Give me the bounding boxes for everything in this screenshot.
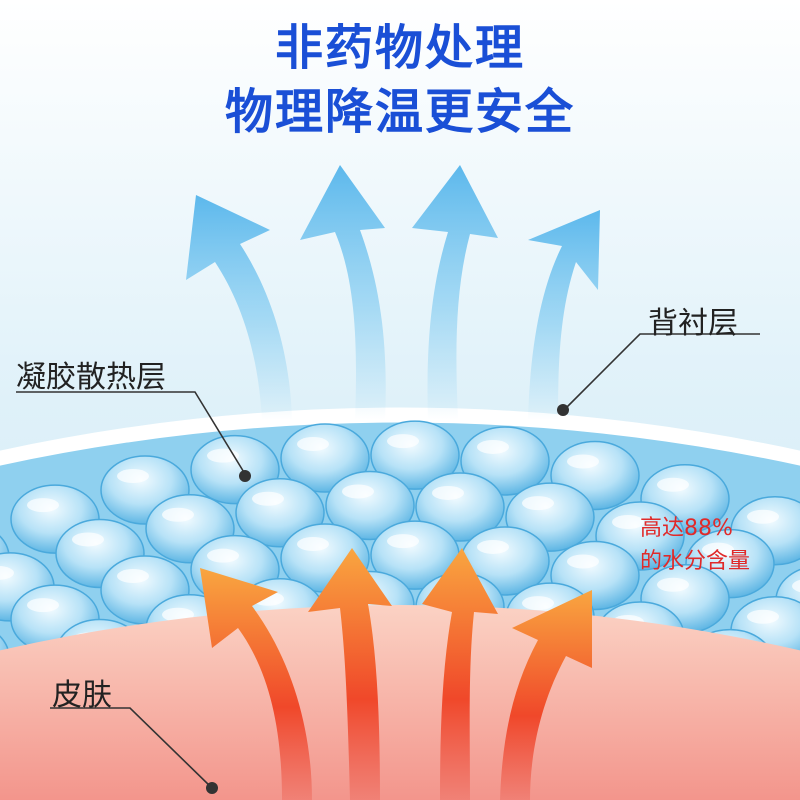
warm-arrow: [500, 590, 592, 800]
leader-lines: [16, 333, 760, 789]
gel-bubble-highlight: [72, 532, 104, 547]
skin-layer: [0, 605, 800, 800]
backing-pointer-dot: [557, 404, 569, 416]
gel-bubble-highlight: [342, 484, 374, 499]
gel-bubble-highlight: [297, 537, 329, 552]
gel-bubble-highlight: [612, 515, 644, 530]
gel-bubble-highlight: [387, 434, 419, 449]
cool-arrow: [300, 165, 386, 420]
cool-arrow: [528, 210, 600, 420]
gel-bubble-highlight: [432, 485, 464, 500]
gel-bubble-highlight: [477, 439, 509, 454]
gel-bubble-highlight: [207, 548, 239, 563]
gel-bubble-highlight: [27, 498, 59, 513]
gel-bubble-highlight: [702, 542, 734, 557]
warm-arrows: [200, 548, 592, 800]
skin-pointer-dot: [206, 782, 218, 794]
gel-bubble-highlight: [252, 491, 284, 506]
gel-bubble-highlight: [657, 477, 689, 492]
backing-layer: [0, 407, 800, 471]
headline-line-1: 非药物处理: [274, 20, 525, 76]
gel-bubble-highlight: [162, 507, 194, 522]
gel-bubble-highlight: [0, 565, 14, 580]
gel-bubble-highlight: [477, 539, 509, 554]
headline-line-2: 物理降温更安全: [224, 84, 575, 140]
gel-pointer-dot: [239, 470, 251, 482]
gel-bubble-highlight: [657, 577, 689, 592]
cool-arrow: [412, 165, 498, 420]
gel-bubble-highlight: [567, 554, 599, 569]
warm-arrow: [200, 568, 312, 800]
cool-arrow: [186, 195, 292, 420]
gel-bubble-highlight: [747, 609, 779, 624]
gel-bubble-highlight: [117, 469, 149, 484]
gel-bubble-highlight: [27, 598, 59, 613]
gel-bubble-highlight: [297, 437, 329, 452]
cool-arrows: [186, 165, 600, 420]
skin-label: 皮肤: [52, 678, 112, 713]
water-content-note-line-2: 的水分含量: [640, 549, 751, 574]
gel-bubble-highlight: [567, 454, 599, 469]
gel-bubble-highlight: [522, 596, 554, 611]
gel-bubble-highlight: [117, 569, 149, 584]
gel-bubble-highlight: [747, 509, 779, 524]
water-content-note-line-1: 高达88%: [640, 516, 733, 541]
gel-bubble-highlight: [387, 534, 419, 549]
backing-layer-label: 背衬层: [648, 306, 738, 341]
warm-arrow: [308, 548, 392, 800]
gel-bubble-highlight: [522, 496, 554, 511]
gel-layer-label: 凝胶散热层: [16, 360, 166, 395]
warm-arrow: [422, 548, 498, 800]
